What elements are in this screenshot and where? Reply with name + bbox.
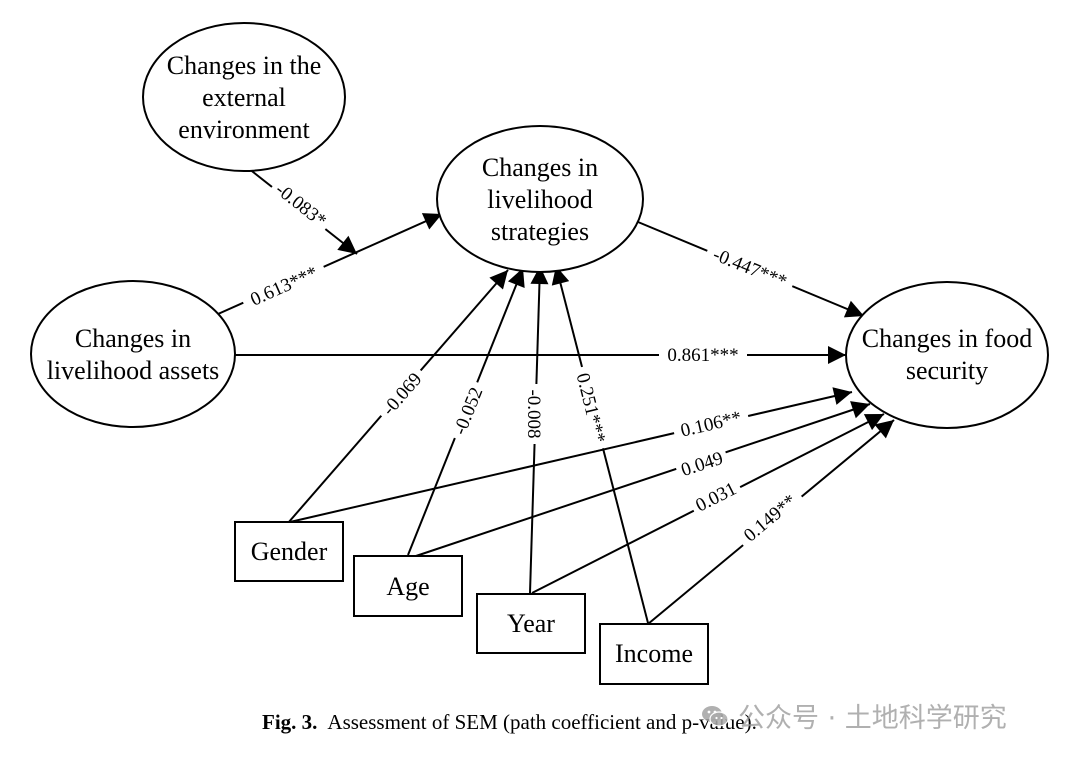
node-income-label: Income <box>615 639 693 668</box>
label-assets-to-food: 0.861*** <box>667 345 738 366</box>
label-income-to-strategies: 0.251*** <box>572 371 610 445</box>
watermark: 公众号 · 土地科学研究 <box>700 696 1007 735</box>
node-gender: Gender <box>234 521 344 582</box>
edge-gender-to-food <box>289 387 853 523</box>
node-year-label: Year <box>507 609 555 638</box>
node-livelihood-strategies: Changes in livelihood strategies <box>436 125 644 273</box>
label-year-to-strategies: -0.008 <box>523 389 544 438</box>
node-food-line-2: security <box>906 356 988 385</box>
label-age-to-food: 0.049 <box>679 448 726 481</box>
node-year: Year <box>476 593 586 654</box>
node-age-label: Age <box>386 572 429 601</box>
node-food-line-1: Changes in food <box>862 324 1032 353</box>
wechat-icon <box>702 705 729 727</box>
node-livelihood-assets: Changes in livelihood assets <box>30 280 236 428</box>
node-food-security: Changes in food security <box>845 281 1049 429</box>
label-external-to-strategies: -0.083* <box>271 179 330 232</box>
figure-caption-text: Assessment of SEM (path coefficient and … <box>327 710 757 734</box>
edge-age-to-food <box>412 401 871 558</box>
figure-number: Fig. 3. <box>262 710 318 734</box>
node-external-line-3: environment <box>178 115 310 144</box>
node-assets-line-2: livelihood assets <box>47 356 220 385</box>
node-strategies-line-2: livelihood <box>487 185 592 214</box>
node-age: Age <box>353 555 463 617</box>
node-strategies-line-3: strategies <box>491 217 589 246</box>
label-assets-to-strategies: 0.613*** <box>247 262 321 310</box>
node-external-line-2: external <box>202 83 286 112</box>
node-external-environment: Changes in the external environment <box>142 22 346 172</box>
node-income: Income <box>599 623 709 685</box>
node-external-line-1: Changes in the <box>167 51 322 80</box>
label-income-to-food: 0.149** <box>740 490 801 546</box>
figure-caption: Fig. 3. Assessment of SEM (path coefficie… <box>262 710 757 735</box>
label-strategies-to-food: -0.447*** <box>710 244 790 293</box>
watermark-text: 公众号 · 土地科学研究 <box>738 703 1007 734</box>
node-gender-label: Gender <box>251 537 328 566</box>
node-assets-line-1: Changes in <box>75 324 191 353</box>
node-strategies-line-1: Changes in <box>482 153 598 182</box>
